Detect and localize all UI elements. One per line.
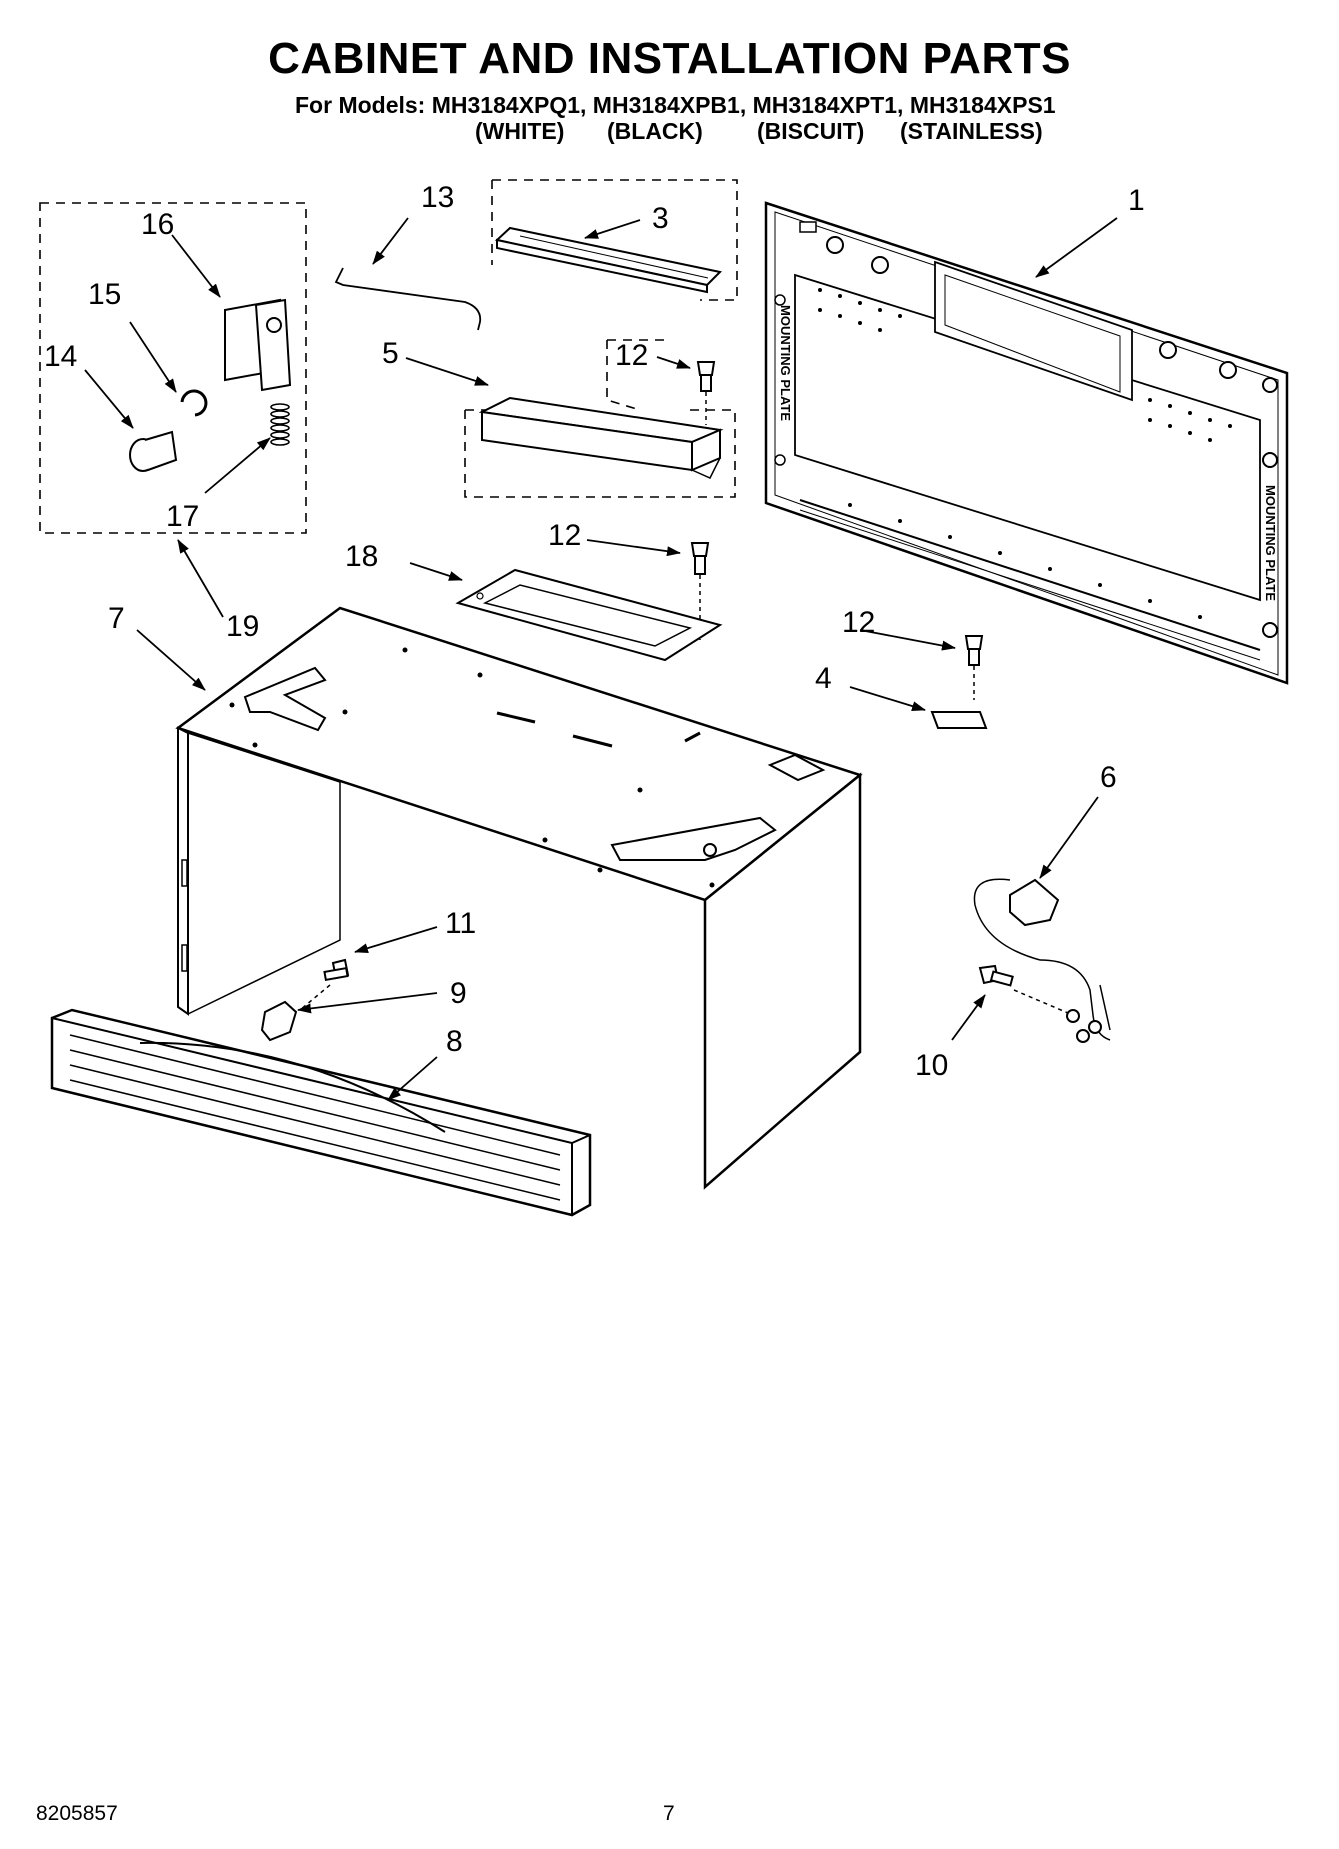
- cabinet-part-7: [175, 606, 863, 1190]
- switch-part-6: [973, 878, 1111, 1043]
- callout-19: 19: [226, 610, 259, 643]
- duct-part-5: [478, 396, 724, 479]
- knob-part-14: [129, 430, 178, 472]
- callout-17: 17: [166, 500, 199, 533]
- callout-11: 11: [445, 907, 476, 940]
- callout-13: 13: [421, 181, 454, 214]
- wire-part-13: [334, 267, 482, 331]
- rail-part-3: [494, 226, 723, 294]
- grille-part-8: [50, 1008, 592, 1217]
- finish-white: (WHITE): [475, 118, 565, 144]
- spring-part-17: [270, 403, 290, 446]
- mounting-plate: MOUNTING PLATE MOUNTING PLATE: [764, 201, 1289, 685]
- plate-label-left: MOUNTING PLATE: [778, 305, 793, 421]
- finish-biscuit: (BISCUIT): [757, 118, 865, 144]
- callout-7: 7: [108, 602, 125, 635]
- callout-12-top: 12: [615, 339, 648, 372]
- callout-numbers: 1 3 4 5 6 7 8 9 10 11 12 12 12 13 14 15 …: [44, 181, 1145, 1082]
- finish-black: (BLACK): [607, 118, 703, 144]
- page-number: 7: [663, 1802, 675, 1825]
- callout-leaders: [84, 217, 1118, 1101]
- screw-part-11: [299, 958, 350, 1011]
- part-3-group-box: [491, 179, 738, 301]
- model-list: For Models: MH3184XPQ1, MH3184XPB1, MH31…: [295, 92, 1056, 118]
- callout-12-middle: 12: [548, 519, 581, 552]
- screw-12-top: [696, 361, 716, 425]
- callout-8: 8: [446, 1025, 463, 1058]
- callout-18: 18: [345, 540, 378, 573]
- latch-part-9: [260, 1000, 298, 1042]
- gasket-part-18: [455, 568, 723, 662]
- screw-part-10: [978, 964, 1069, 1014]
- callout-3: 3: [652, 202, 669, 235]
- document-number: 8205857: [36, 1802, 118, 1825]
- page-title: CABINET AND INSTALLATION PARTS: [268, 34, 1071, 83]
- callout-1: 1: [1128, 184, 1145, 217]
- callout-14: 14: [44, 340, 77, 373]
- callout-12-right: 12: [842, 606, 875, 639]
- callout-4: 4: [815, 662, 832, 695]
- callout-6: 6: [1100, 761, 1117, 794]
- screw-12-right: [964, 635, 984, 700]
- bracket-part-4: [930, 711, 988, 729]
- clip-part-15: [180, 389, 208, 417]
- callout-15: 15: [88, 278, 121, 311]
- callout-16: 16: [141, 208, 174, 241]
- part-5-group-box: [464, 409, 736, 498]
- kit-19-group-box: [39, 202, 307, 534]
- callout-9: 9: [450, 977, 467, 1010]
- screw-12-group-box: [606, 339, 667, 411]
- screw-12-middle: [690, 542, 710, 640]
- callout-5: 5: [382, 337, 399, 370]
- finish-stainless: (STAINLESS): [900, 118, 1043, 144]
- hinge-bracket-part-16: [224, 298, 292, 392]
- callout-10: 10: [915, 1049, 948, 1082]
- plate-label-right: MOUNTING PLATE: [1263, 485, 1278, 601]
